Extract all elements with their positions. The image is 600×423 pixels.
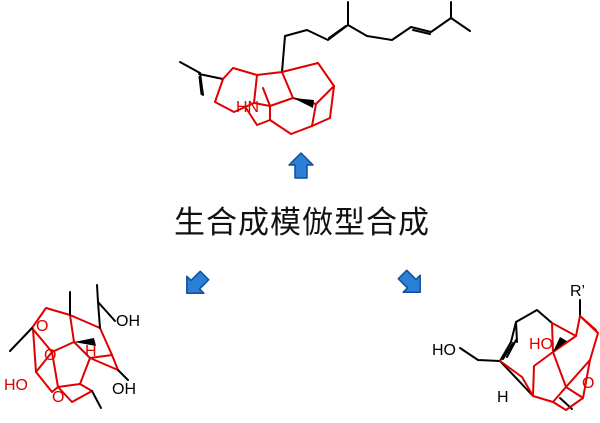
- scheme-title: 生合成模倣型合成: [174, 205, 430, 241]
- molecule-left: OH OH HO H O O O: [4, 284, 140, 409]
- molecule-right-ho-ring-label: HO: [529, 336, 553, 353]
- molecule-top-black-bonds: [179, 1, 471, 96]
- molecule-left-oh-lower-label: OH: [112, 381, 136, 398]
- molecule-left-o3-label: O: [52, 389, 64, 406]
- arrow-down-left-icon: [186, 270, 210, 294]
- molecule-left-h-label: H: [85, 343, 97, 360]
- molecule-right-stereo-wedge: [553, 337, 567, 352]
- arrow-up-icon: [288, 152, 314, 179]
- molecule-top: HN: [179, 1, 471, 135]
- molecule-right-ho-alcohol-label: HO: [432, 342, 456, 359]
- molecule-top-red-bonds: [214, 62, 335, 135]
- molecule-left-red-bonds: [31, 307, 119, 403]
- molecule-left-o1-label: O: [36, 318, 48, 335]
- molecule-left-oh-upper-label: OH: [116, 313, 140, 330]
- arrow-down-right-icon: [397, 269, 421, 293]
- molecule-right-h-label: H: [497, 389, 509, 406]
- molecule-top-nh-label: HN: [236, 99, 259, 116]
- molecule-right: R’ HO HO O H: [432, 283, 599, 411]
- molecule-left-stereo-wedge: [74, 338, 96, 346]
- molecule-left-ho-label: HO: [4, 377, 28, 394]
- molecule-top-stereo-wedge: [293, 98, 314, 108]
- molecule-right-r-group-label: R’: [570, 283, 585, 300]
- molecule-left-black-bonds: [9, 284, 129, 409]
- molecule-left-o2-label: O: [44, 347, 56, 364]
- molecule-right-o-ring-label: O: [582, 375, 594, 392]
